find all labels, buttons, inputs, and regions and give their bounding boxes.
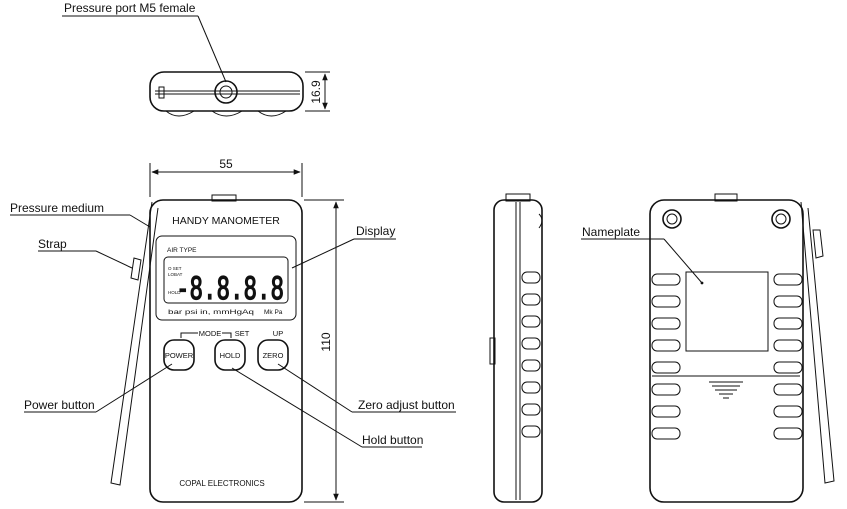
device-title: HANDY MANOMETER [172, 215, 280, 227]
nameplate [685, 271, 769, 352]
callout-power-button: Power button [24, 398, 95, 412]
flag-lobat: LOBAT [168, 272, 183, 277]
back-view: Nameplate [581, 193, 835, 503]
callout-display: Display [356, 224, 395, 238]
mode-label: MODE [199, 329, 222, 338]
screw-icon [771, 209, 791, 229]
svg-text:POWER: POWER [165, 351, 194, 360]
callout-hold-button: Hold button [362, 433, 423, 447]
units-right: Mk Pa [264, 309, 283, 316]
flag-hold: HOLD [168, 290, 181, 295]
height-dimension: 16.9 [309, 80, 323, 104]
flag-oset: O SET [168, 266, 182, 271]
lcd-display: AIR TYPE O SET LOBAT HOLD -8.8.8.8 bar p… [155, 235, 297, 321]
units-left: bar psi in, mmHgAq [168, 309, 255, 316]
svg-text:HOLD: HOLD [220, 351, 241, 360]
strap [110, 201, 159, 486]
left-grip-slots [651, 273, 681, 440]
maker-label: COPAL ELECTRONICS [179, 479, 264, 488]
zero-button[interactable]: ZERO [257, 339, 289, 371]
svg-text:ZERO: ZERO [263, 351, 284, 360]
screw-icon [662, 209, 682, 229]
up-label: UP [273, 329, 283, 338]
callout-zero-adjust-button: Zero adjust button [358, 398, 455, 412]
front-view: 55 HANDY MANOMETER AIR TYPE O SET LOBAT … [10, 157, 456, 503]
set-label: SET [235, 329, 250, 338]
vent-grille-icon [709, 381, 743, 399]
callout-strap: Strap [38, 237, 67, 251]
callout-nameplate: Nameplate [582, 225, 640, 239]
power-button[interactable]: POWER [163, 339, 195, 371]
air-type-label: AIR TYPE [167, 247, 197, 254]
width-dimension: 55 [219, 157, 233, 171]
pressure-port-icon [214, 80, 238, 104]
callout-pressure-medium: Pressure medium [10, 201, 104, 215]
strap [800, 201, 835, 484]
side-view [489, 193, 543, 503]
length-dimension: 110 [319, 332, 333, 351]
right-grip-slots [773, 273, 803, 440]
hold-button[interactable]: HOLD [214, 339, 246, 371]
top-view: 16.9 Pressure port M5 female [62, 1, 330, 117]
side-grip-slots [521, 271, 541, 438]
callout-pressure-port: Pressure port M5 female [64, 1, 196, 15]
display-digits: -8.8.8.8 [176, 271, 284, 307]
